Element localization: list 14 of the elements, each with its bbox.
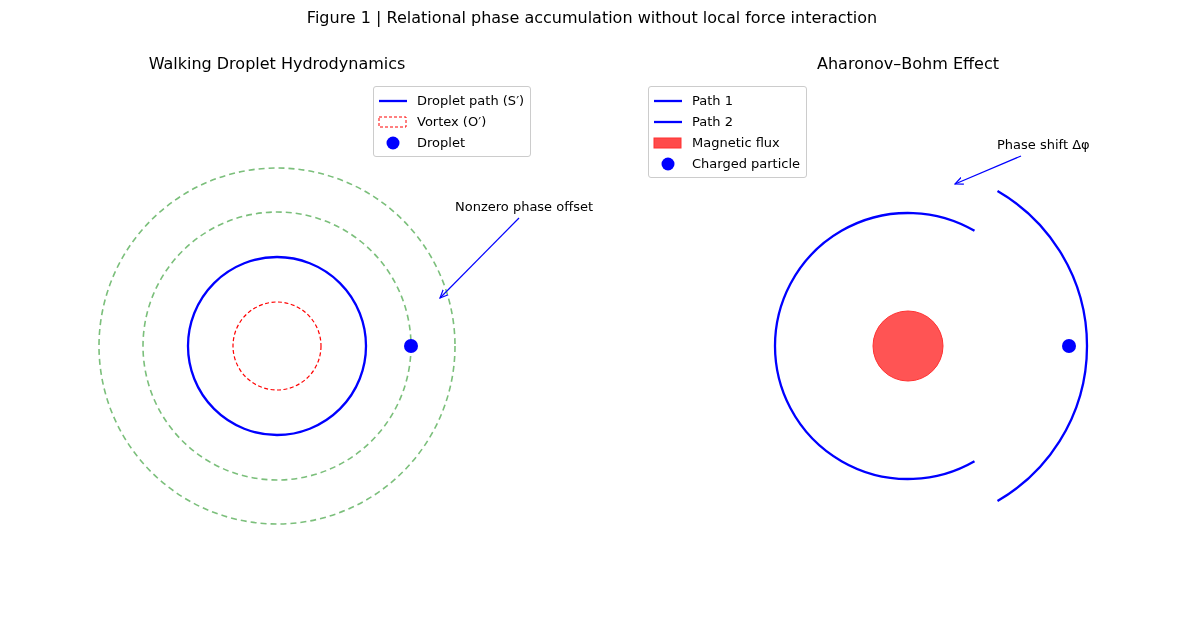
panel-title: Aharonov–Bohm Effect xyxy=(817,54,999,73)
annotation-text: Nonzero phase offset xyxy=(455,199,594,214)
legend-label: Vortex (O′) xyxy=(417,114,487,129)
legend-label: Path 1 xyxy=(692,93,733,108)
legend-label: Droplet path (S′) xyxy=(417,93,525,108)
legend-label: Droplet xyxy=(417,135,465,150)
arrow xyxy=(954,155,1022,185)
figure-title: Figure 1 | Relational phase accumulation without local force interaction xyxy=(306,8,878,27)
annotation-text: Phase shift Δφ xyxy=(997,137,1090,152)
legend-label: Charged particle xyxy=(692,156,801,171)
panel-title: Walking Droplet Hydrodynamics xyxy=(148,54,406,73)
legend-label: Magnetic flux xyxy=(692,135,780,150)
legend-label: Path 2 xyxy=(692,114,733,129)
arrow xyxy=(439,217,520,299)
